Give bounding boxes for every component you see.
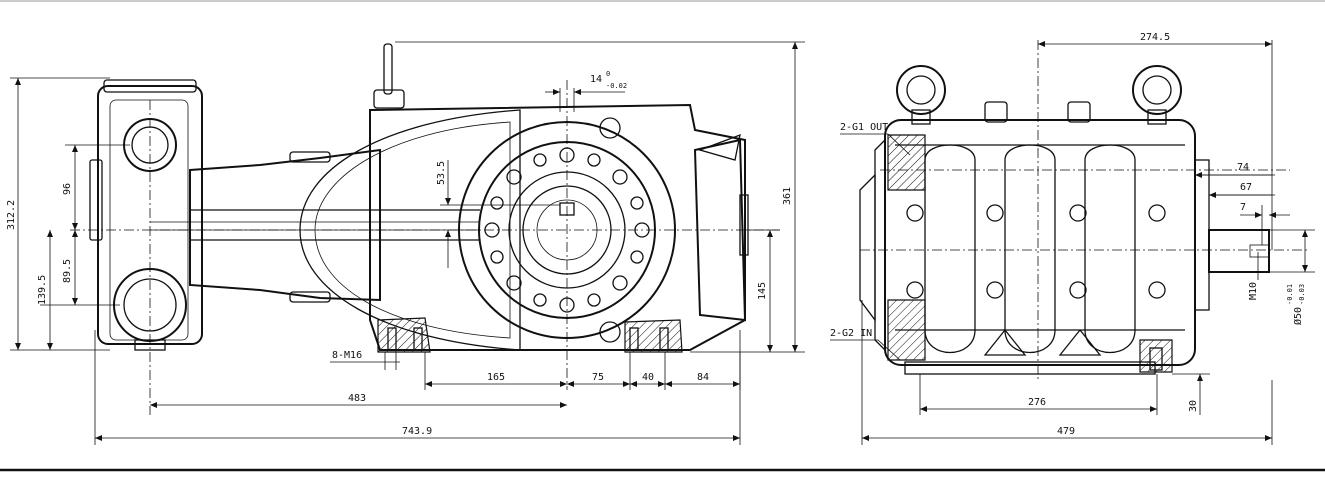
dim-483: 483	[348, 393, 366, 404]
dim-276: 276	[1028, 397, 1046, 408]
dim-479: 479	[1057, 426, 1075, 437]
label-thread: M10	[1248, 282, 1259, 300]
dim-shaft-height: 145	[757, 282, 768, 300]
dim-75: 75	[592, 372, 604, 383]
dim-89-5: 89.5	[62, 259, 73, 283]
dim-key-tol-lower: -0.02	[606, 82, 627, 90]
flange-bolt-holes	[484, 147, 650, 313]
dim-40: 40	[642, 372, 654, 383]
dim-overall-length: 743.9	[402, 426, 432, 437]
end-view-bolts	[906, 204, 1166, 299]
dim-84: 84	[697, 372, 709, 383]
dim-74: 74	[1237, 162, 1249, 173]
dim-274-5: 274.5	[1140, 32, 1170, 43]
dim-shaft-tol-upper: -0.01	[1286, 284, 1294, 305]
label-bolts: 8-M16	[332, 350, 362, 361]
dim-96: 96	[62, 183, 73, 195]
dim-67: 67	[1240, 182, 1252, 193]
end-view-dimensions: 274.5 74 67 7 Ø50 -0.01 -0.03 M10 276 47…	[830, 32, 1315, 445]
dim-overall-height: 361	[782, 187, 793, 205]
side-view-dimensions: 743.9 483 165 75 40 84 8-M16 361 145	[6, 41, 805, 445]
dim-key-tol-upper: 0	[606, 70, 610, 78]
dim-shaft-tol-lower: -0.03	[1298, 284, 1306, 305]
dim-165: 165	[487, 372, 505, 383]
dim-30: 30	[1188, 400, 1199, 412]
side-view	[70, 43, 780, 415]
dim-53-5: 53.5	[436, 161, 447, 185]
dim-shaft-diameter: Ø50	[1292, 307, 1304, 325]
label-inlet-ports: 2-G2 IN	[830, 328, 872, 339]
label-outlet-ports: 2-G1 OUT	[840, 122, 888, 133]
end-view	[859, 40, 1310, 380]
dim-key-width: 14	[590, 74, 602, 85]
dim-7: 7	[1240, 202, 1246, 213]
dim-manifold-height: 312.2	[6, 200, 17, 230]
dim-139-5: 139.5	[37, 275, 48, 305]
